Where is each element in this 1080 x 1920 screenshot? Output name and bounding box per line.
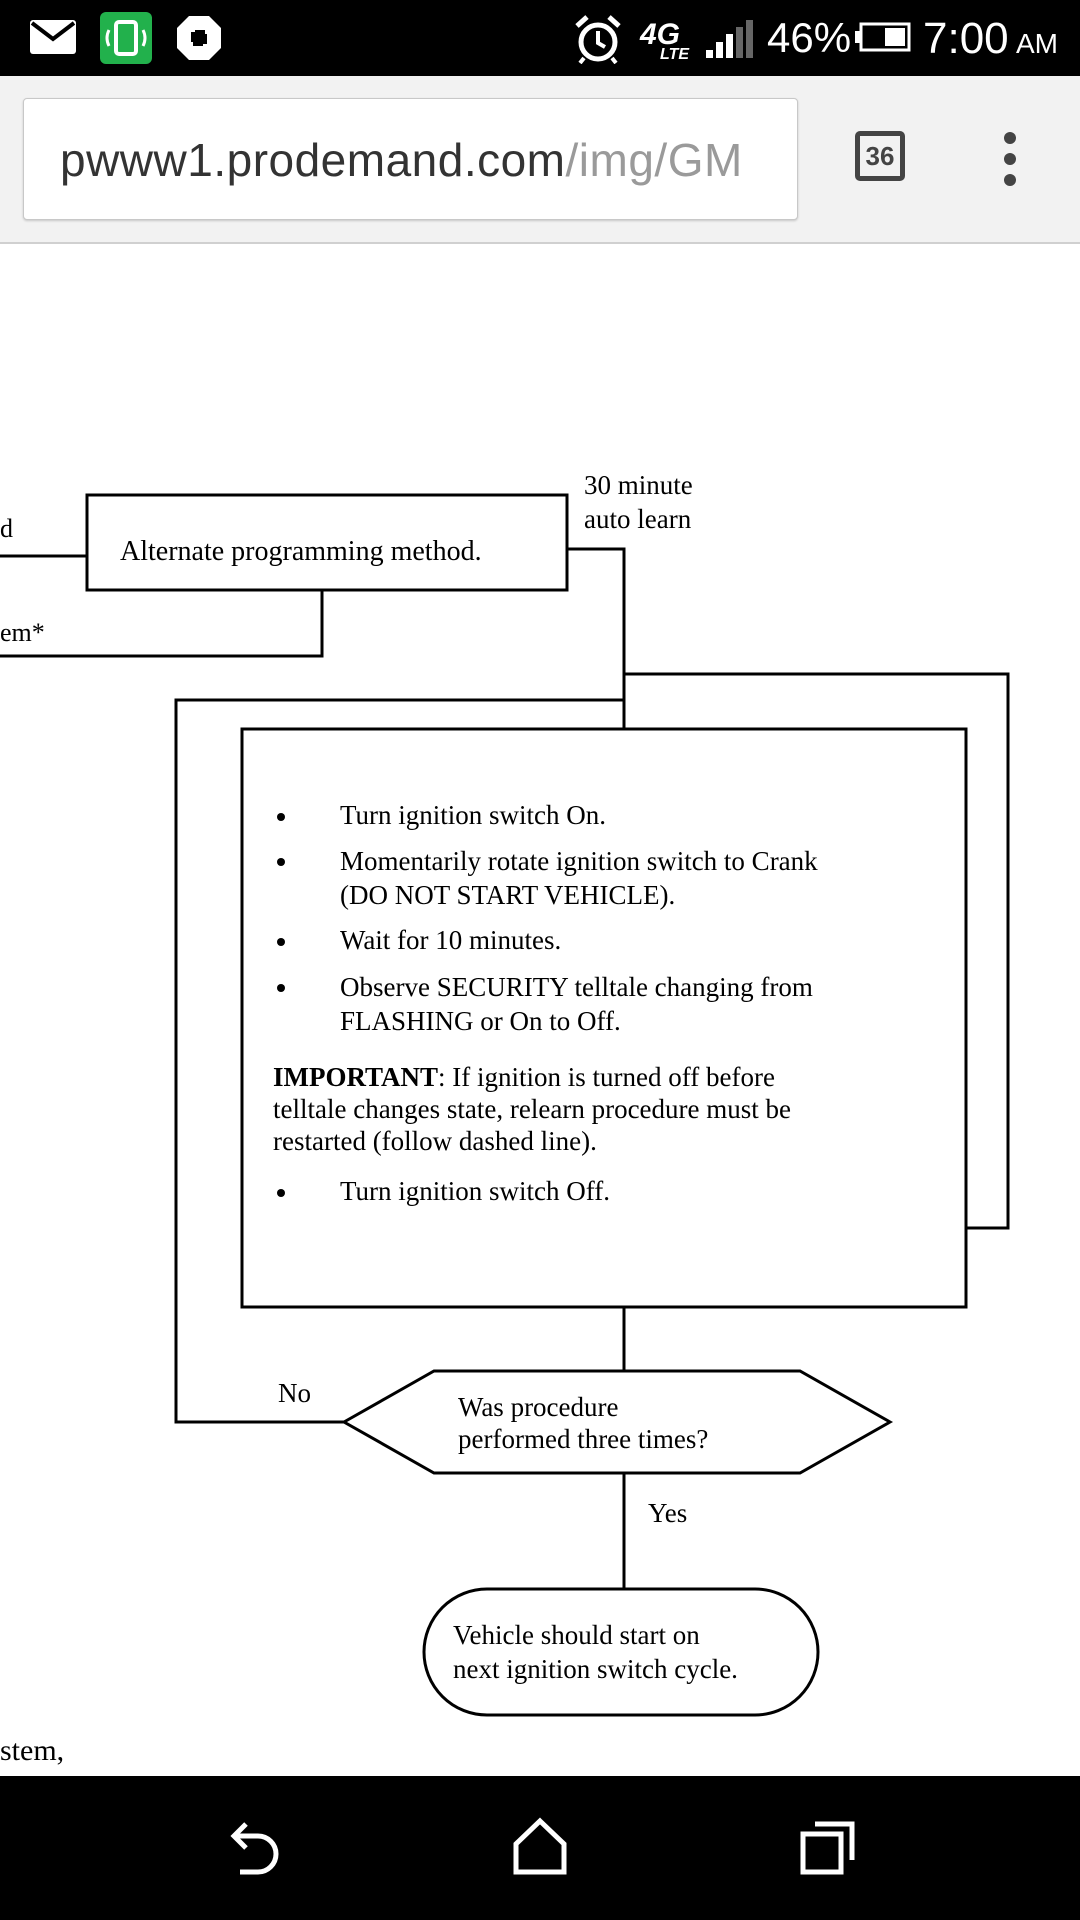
url-host: pwww1.prodemand.com <box>60 134 566 186</box>
important-text: : If ignition is turned off before <box>438 1062 775 1092</box>
phone-app-icon <box>100 12 152 64</box>
document-view[interactable]: d em* stem, Alternate programming method… <box>0 244 1080 1776</box>
home-icon[interactable] <box>512 1816 568 1876</box>
clipped-text-mid: em* <box>0 618 45 647</box>
navigation-bar <box>0 1776 1080 1920</box>
step-text: FLASHING or On to Off. <box>340 1006 621 1036</box>
step-text: Momentarily rotate ignition switch to Cr… <box>340 846 818 876</box>
decision-text-2: performed three times? <box>458 1424 709 1454</box>
flowchart-lines <box>0 493 1010 1717</box>
decision-text-1: Was procedure <box>458 1392 619 1422</box>
important-note-line2: telltale changes state, relearn procedur… <box>273 1094 792 1124</box>
battery-icon <box>855 22 911 52</box>
step-text: (DO NOT START VEHICLE). <box>340 880 676 910</box>
tab-switcher-button[interactable]: 36 <box>855 131 905 181</box>
clipped-text-top: d <box>0 514 13 543</box>
no-label: No <box>278 1378 311 1408</box>
step-text: Turn ignition switch Off. <box>340 1176 611 1206</box>
back-icon[interactable] <box>222 1820 282 1876</box>
overflow-menu-icon[interactable] <box>997 131 1023 187</box>
battery-percent: 46% <box>767 14 852 61</box>
mail-icon <box>30 20 76 54</box>
network-type: 4G <box>640 18 681 51</box>
step-text: Turn ignition switch On. <box>340 800 607 830</box>
important-label: IMPORTANT <box>273 1062 439 1092</box>
browser-toolbar: pwww1.prodemand.com/img/GM 36 <box>0 76 1080 244</box>
clock-time: 7:00 <box>923 14 1009 63</box>
status-bar: 4G LTE 46% 7:00 AM <box>0 0 1080 76</box>
recents-icon[interactable] <box>800 1820 856 1876</box>
auto-learn-label-1: 30 minute <box>584 470 693 500</box>
important-note: IMPORTANT: If ignition is turned off bef… <box>273 1062 775 1093</box>
step-text: Wait for 10 minutes. <box>340 925 562 955</box>
end-text-2: next ignition switch cycle. <box>453 1654 738 1684</box>
end-text-1: Vehicle should start on <box>453 1620 700 1650</box>
network-subtype: LTE <box>660 46 690 63</box>
address-bar[interactable]: pwww1.prodemand.com/img/GM <box>23 98 798 220</box>
url-path: /img/GM <box>565 134 743 186</box>
chase-icon <box>177 16 221 60</box>
clipped-text-bottom: stem, <box>0 1734 65 1767</box>
auto-learn-label-2: auto learn <box>584 504 692 534</box>
important-note-line3: restarted (follow dashed line). <box>273 1126 597 1156</box>
signal-bars-icon <box>706 20 753 58</box>
alarm-clock-icon <box>575 15 621 64</box>
clock-ampm: AM <box>1016 28 1058 59</box>
url-text[interactable]: pwww1.prodemand.com/img/GM <box>60 133 743 187</box>
step-text: Observe SECURITY telltale changing from <box>340 972 813 1002</box>
yes-label: Yes <box>648 1498 688 1528</box>
alternate-method-box-text: Alternate programming method. <box>120 536 482 567</box>
